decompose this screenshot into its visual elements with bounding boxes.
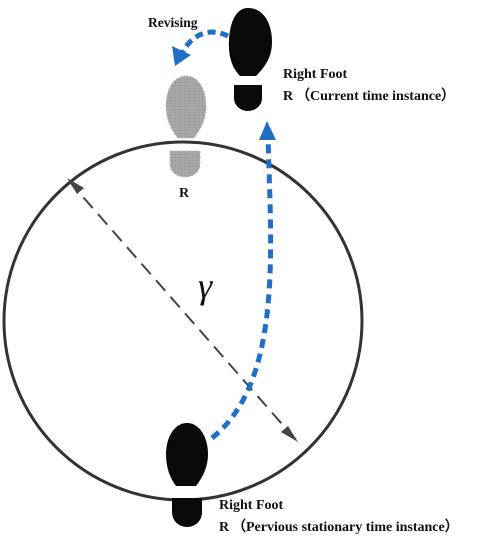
current-foot-side: R — [283, 89, 294, 104]
revising-arc-arrowhead — [172, 46, 191, 66]
revising-arc — [179, 29, 230, 56]
diameter-arrowhead-top — [67, 178, 84, 194]
previous-foot-title: Right Foot — [219, 498, 284, 513]
current-foot-description: （Current time instance） — [296, 88, 455, 104]
step-trajectory-arrowhead — [259, 121, 276, 140]
radius-symbol: γ — [198, 266, 213, 306]
current-foot-heel — [234, 85, 262, 111]
previous-foot-description: （Pervious stationary time instance） — [232, 519, 459, 535]
previous-foot-side: R — [219, 520, 230, 535]
current-right-foot — [228, 8, 272, 111]
previous-foot-sole — [166, 423, 208, 486]
revised-foot-heel — [169, 150, 201, 178]
revised-foot-sole — [165, 75, 207, 139]
current-foot-title: Right Foot — [283, 67, 348, 82]
revised-right-foot — [165, 75, 207, 178]
previous-foot-heel — [172, 498, 202, 527]
step-trajectory — [210, 131, 274, 440]
diameter-arrowhead-bottom — [281, 426, 298, 442]
revising-label: Revising — [148, 15, 198, 30]
previous-right-foot — [166, 423, 208, 527]
revised-foot-side: R — [179, 186, 190, 201]
current-foot-sole — [228, 8, 272, 76]
diameter-line — [68, 180, 297, 441]
